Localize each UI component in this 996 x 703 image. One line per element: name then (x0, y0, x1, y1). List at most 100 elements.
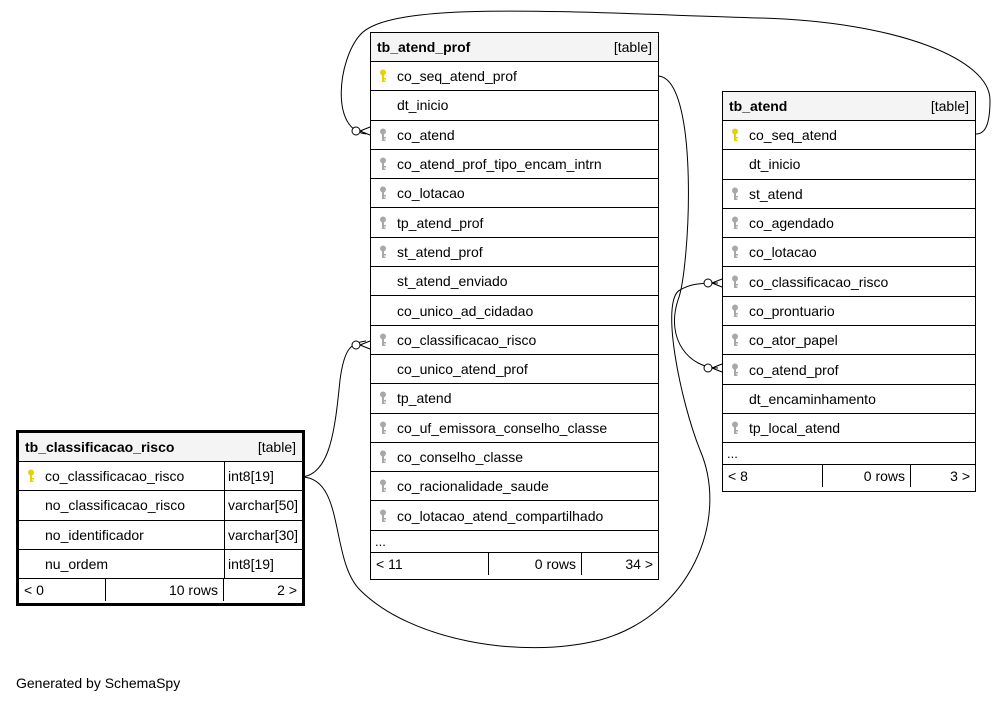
column-name: co_unico_ad_cidadao (397, 302, 534, 319)
foreign-key-icon (371, 501, 391, 529)
column-row[interactable]: co_classificacao_risco int8[19] (19, 462, 302, 492)
column-row[interactable]: co_lotacao (723, 238, 975, 268)
column-name: co_lotacao (397, 185, 465, 202)
foreign-key-icon (371, 326, 391, 354)
parents-link[interactable]: < 0 (24, 582, 44, 599)
table-kind: [table] (257, 439, 296, 455)
column-row[interactable]: co_lotacao_atend_compartilhado (371, 501, 658, 531)
column-row[interactable]: st_atend_enviado (371, 267, 658, 297)
column-type: int8[19] (224, 462, 302, 491)
column-name: co_unico_atend_prof (397, 361, 528, 378)
table-header: tb_atend [table] (723, 92, 975, 121)
key-slot (723, 150, 743, 178)
column-name: co_classificacao_risco (45, 468, 185, 485)
more-columns-ellipsis: ... (723, 443, 975, 466)
children-link[interactable]: 3 > (910, 465, 975, 488)
children-link[interactable]: 2 > (223, 579, 302, 602)
column-row[interactable]: co_conselho_classe (371, 443, 658, 473)
key-slot (371, 267, 391, 295)
table-footer: < 0 10 rows 2 > (19, 579, 302, 602)
column-name: co_ator_papel (749, 332, 838, 349)
key-slot (19, 550, 39, 578)
column-name: co_racionalidade_saude (397, 478, 549, 495)
marker-atend-co-atend-prof (703, 363, 723, 373)
marker-atend-co-classificacao-risco (703, 278, 723, 288)
table-name[interactable]: tb_atend_prof (377, 39, 471, 55)
column-row[interactable]: co_racionalidade_saude (371, 472, 658, 502)
table-name[interactable]: tb_classificacao_risco (25, 439, 175, 455)
parents-link[interactable]: < 11 (376, 555, 403, 572)
column-name: co_atend (397, 126, 455, 143)
foreign-key-icon (371, 179, 391, 207)
column-row[interactable]: co_unico_ad_cidadao (371, 296, 658, 326)
column-row[interactable]: co_atend (371, 121, 658, 150)
column-name: no_identificador (45, 526, 144, 543)
table-name[interactable]: tb_atend (729, 98, 788, 114)
foreign-key-icon (723, 297, 743, 325)
column-row[interactable]: dt_inicio (371, 91, 658, 121)
column-type: int8[19] (224, 549, 302, 579)
column-name: co_seq_atend (749, 127, 837, 144)
table-kind: [table] (613, 39, 652, 55)
foreign-key-icon (723, 355, 743, 383)
column-name: dt_encaminhamento (749, 390, 876, 407)
column-row[interactable]: co_prontuario (723, 297, 975, 327)
key-slot (19, 521, 39, 549)
column-row[interactable]: co_seq_atend_prof (371, 62, 658, 92)
column-row[interactable]: tp_atend_prof (371, 208, 658, 238)
marker-atend-prof-co-atend (351, 126, 371, 136)
column-name: co_seq_atend_prof (397, 68, 517, 85)
table-header: tb_atend_prof [table] (371, 33, 658, 62)
column-name: dt_inicio (749, 156, 801, 173)
column-row[interactable]: co_agendado (723, 209, 975, 239)
column-row[interactable]: st_atend_prof (371, 238, 658, 268)
column-name: co_uf_emissora_conselho_classe (397, 419, 608, 436)
column-name: co_atend_prof (749, 361, 839, 378)
column-row[interactable]: co_atend_prof_tipo_encam_intrn (371, 150, 658, 180)
column-name: st_atend (749, 185, 803, 202)
column-row[interactable]: co_ator_papel (723, 326, 975, 356)
key-slot (371, 296, 391, 324)
column-row[interactable]: dt_encaminhamento (723, 385, 975, 414)
column-row[interactable]: dt_inicio (723, 150, 975, 180)
foreign-key-icon (723, 267, 743, 295)
column-row[interactable]: co_seq_atend (723, 121, 975, 151)
column-row[interactable]: co_classificacao_risco (371, 326, 658, 355)
column-row[interactable]: no_identificador varchar[30] (19, 520, 302, 550)
column-name: no_classificacao_risco (45, 497, 186, 514)
foreign-key-icon (371, 414, 391, 442)
column-row[interactable]: co_lotacao (371, 179, 658, 209)
column-list: co_seq_atend_prof dt_inicio co_atend co_ate… (371, 62, 658, 531)
column-name: dt_inicio (397, 97, 449, 114)
column-name: tp_local_atend (749, 420, 841, 437)
column-name: st_atend_prof (397, 243, 483, 260)
table-kind: [table] (930, 98, 969, 114)
table-tb-classificacao-risco[interactable]: tb_classificacao_risco [table] co_classi… (16, 430, 305, 606)
column-name: co_lotacao (749, 244, 817, 261)
parents-link[interactable]: < 8 (728, 468, 748, 485)
column-row[interactable]: tp_local_atend (723, 414, 975, 444)
foreign-key-icon (723, 414, 743, 442)
row-count: 10 rows (105, 579, 223, 602)
column-row[interactable]: co_classificacao_risco (723, 267, 975, 297)
edge-risco-to-atend (301, 282, 719, 649)
column-row[interactable]: co_atend_prof (723, 355, 975, 385)
column-row[interactable]: co_uf_emissora_conselho_classe (371, 414, 658, 443)
column-row[interactable]: st_atend (723, 180, 975, 209)
primary-key-icon (19, 462, 39, 490)
table-footer: < 11 0 rows 34 > (371, 552, 658, 575)
foreign-key-icon (371, 208, 391, 236)
generated-by-note: Generated by SchemaSpy (16, 675, 181, 691)
column-row[interactable]: co_unico_atend_prof (371, 355, 658, 385)
children-link[interactable]: 34 > (581, 552, 658, 575)
column-row[interactable]: tp_atend (371, 384, 658, 414)
column-type: varchar[30] (224, 520, 302, 549)
key-slot (371, 91, 391, 119)
column-name: co_prontuario (749, 302, 835, 319)
